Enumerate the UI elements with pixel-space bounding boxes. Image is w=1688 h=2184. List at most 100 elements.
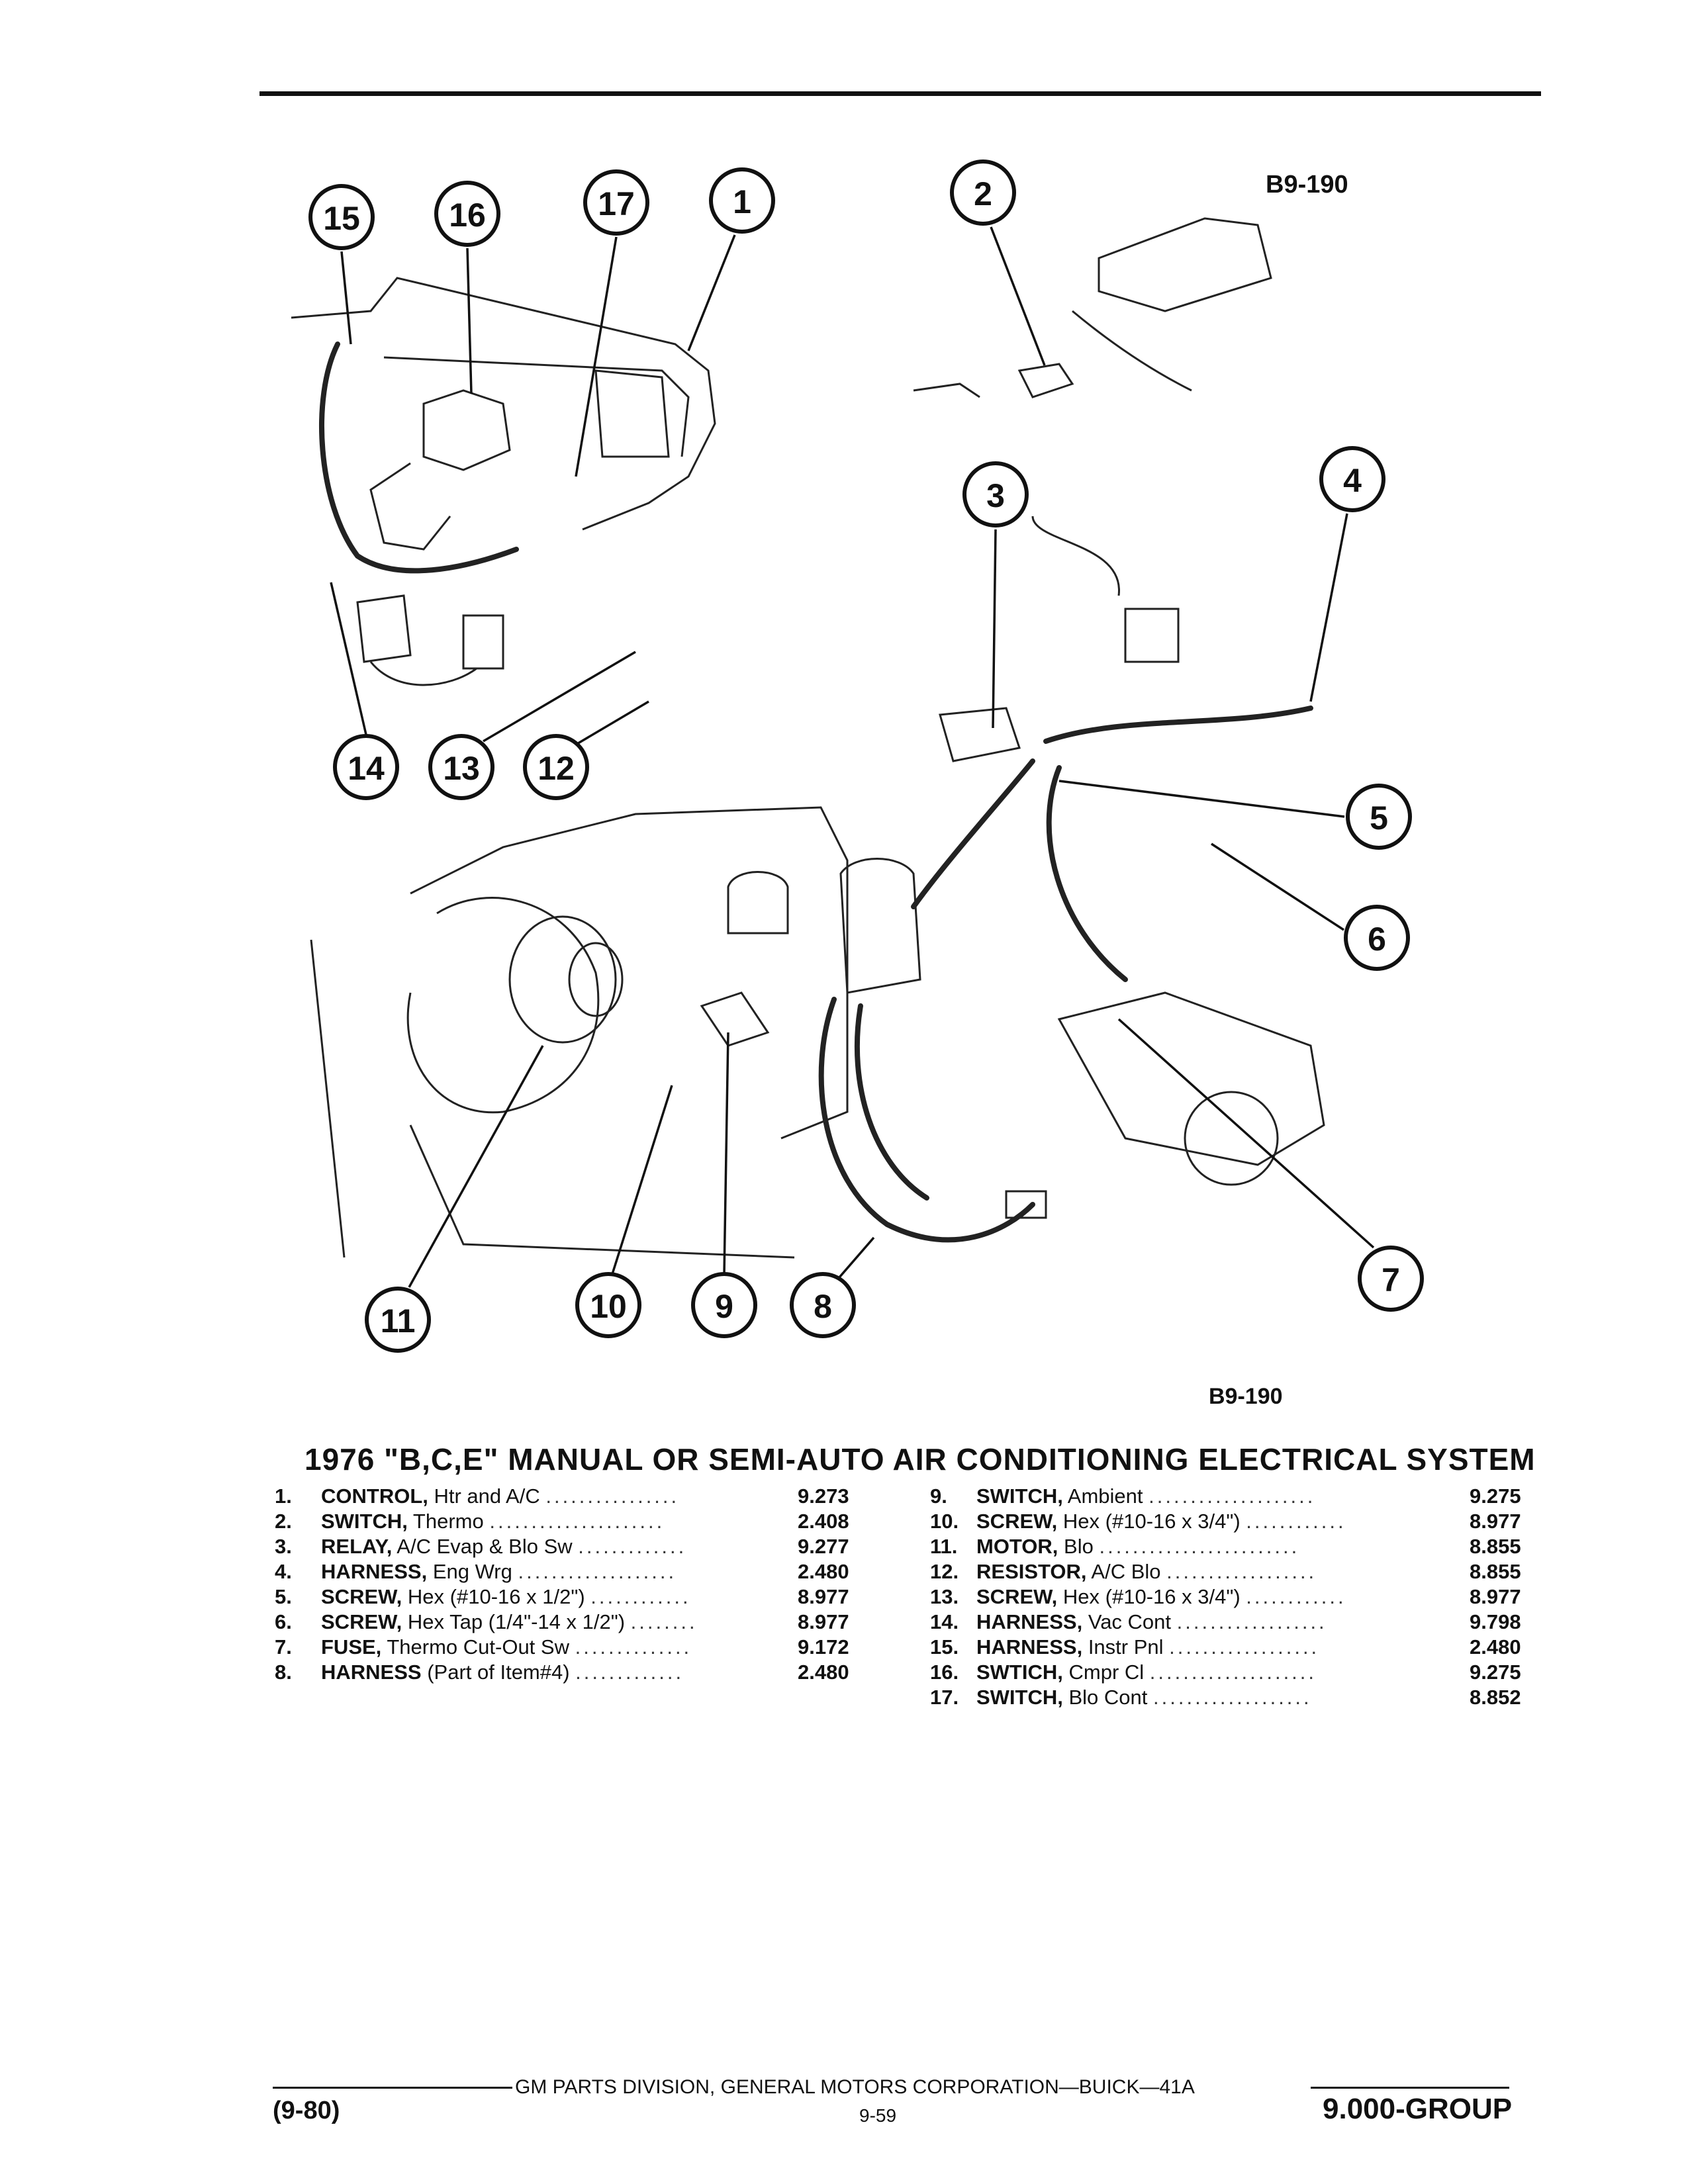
part-description: RELAY, A/C Evap & Blo Sw ............. [321, 1534, 686, 1559]
callout-number: 11 [381, 1302, 416, 1340]
part-group-number: 9.798 [1470, 1610, 1521, 1633]
leader-dots: .............. [575, 1635, 692, 1659]
part-description: SCREW, Hex (#10-16 x 3/4") ............ [976, 1584, 1346, 1610]
part-detail: Cmpr Cl [1062, 1661, 1150, 1684]
part-detail: Thermo [407, 1510, 490, 1533]
part-number: 8. [275, 1661, 292, 1684]
part-name: CONTROL, [321, 1484, 428, 1508]
part-description: CONTROL, Htr and A/C ................ [321, 1484, 679, 1509]
part-detail: (Part of Item#4) [421, 1661, 576, 1684]
part-name: MOTOR, [976, 1535, 1058, 1558]
part-number: 4. [275, 1560, 292, 1583]
part-name: HARNESS, [976, 1610, 1083, 1633]
part-detail: Hex (#10-16 x 3/4") [1057, 1585, 1246, 1608]
footer-date: (9-80) [273, 2097, 340, 2124]
callout-number: 10 [590, 1288, 627, 1325]
callout-2: 2 [950, 159, 1016, 226]
callout-5: 5 [1346, 784, 1412, 850]
callout-circle [1358, 1246, 1424, 1312]
leader-lines [330, 226, 1375, 1288]
part-row: 8.HARNESS (Part of Item#4) .............… [275, 1660, 864, 1685]
part-description: MOTOR, Blo ........................ [976, 1534, 1299, 1559]
part-row: 1.CONTROL, Htr and A/C ................9… [275, 1484, 864, 1509]
part-description: SWTICH, Cmpr Cl .................... [976, 1660, 1317, 1685]
part-name: HARNESS, [976, 1635, 1083, 1659]
part-row: 14.HARNESS, Vac Cont ..................9… [930, 1610, 1546, 1635]
callout-6: 6 [1344, 905, 1410, 971]
part-detail: Eng Wrg [427, 1560, 518, 1583]
part-row: 12.RESISTOR, A/C Blo ..................8… [930, 1559, 1546, 1584]
part-row: 9.SWITCH, Ambient ....................9.… [930, 1484, 1546, 1509]
leader-dots: ............. [578, 1535, 687, 1558]
part-description: SWITCH, Ambient .................... [976, 1484, 1315, 1509]
part-row: 7.FUSE, Thermo Cut-Out Sw ..............… [275, 1635, 864, 1660]
part-row: 17.SWITCH, Blo Cont ...................8… [930, 1685, 1546, 1710]
part-group-number: 9.275 [1470, 1484, 1521, 1508]
part-detail: Hex (#10-16 x 1/2") [402, 1585, 591, 1608]
leader-dots: ........ [630, 1610, 698, 1633]
callout-number: 16 [449, 197, 486, 234]
leader-dots: ............. [575, 1661, 684, 1684]
callout-10: 10 [575, 1272, 641, 1338]
part-row: 16.SWTICH, Cmpr Cl ....................9… [930, 1660, 1546, 1685]
part-group-number: 2.480 [798, 1661, 849, 1684]
leader-dots: .................. [1169, 1635, 1320, 1659]
leader-dots: .................. [1176, 1610, 1327, 1633]
part-group-number: 8.977 [798, 1585, 849, 1608]
parts-list-right: 9.SWITCH, Ambient ....................9.… [930, 1484, 1546, 1710]
diagram-title: 1976 "B,C,E" MANUAL OR SEMI-AUTO AIR CON… [305, 1442, 1536, 1477]
relay-harness-art [911, 516, 1313, 982]
part-description: HARNESS, Vac Cont .................. [976, 1610, 1327, 1635]
part-row: 5.SCREW, Hex (#10-16 x 1/2") ...........… [275, 1584, 864, 1610]
part-group-number: 9.275 [1470, 1661, 1521, 1684]
callout-14: 14 [333, 734, 399, 800]
parts-list-left: 1.CONTROL, Htr and A/C ................9… [275, 1484, 864, 1685]
callout-9: 9 [691, 1272, 757, 1338]
footer-rule-left [273, 2087, 512, 2089]
callout-number: 1 [733, 183, 751, 220]
part-detail: A/C Blo [1086, 1560, 1167, 1583]
leader-dots: .................... [1149, 1484, 1316, 1508]
callout-13: 13 [428, 734, 494, 800]
part-number: 10. [930, 1510, 959, 1533]
callout-number: 17 [598, 185, 635, 222]
part-detail: Ambient [1062, 1484, 1149, 1508]
callout-number: 4 [1343, 462, 1362, 499]
leader-dots: ............ [590, 1585, 691, 1608]
footer-page-number: 9-59 [859, 2105, 897, 2126]
part-name: SCREW, [321, 1610, 402, 1633]
leader-dots: .................. [1166, 1560, 1317, 1583]
callout-circle [709, 167, 775, 234]
part-description: SWITCH, Blo Cont ................... [976, 1685, 1312, 1710]
part-group-number: 2.408 [798, 1510, 849, 1533]
footer-group: 9.000-GROUP [1323, 2093, 1513, 2125]
top-rule [259, 91, 1541, 96]
callout-7: 7 [1358, 1246, 1424, 1312]
part-row: 10.SCREW, Hex (#10-16 x 3/4") ..........… [930, 1509, 1546, 1534]
callout-1: 1 [709, 167, 775, 234]
callout-number: 2 [974, 175, 992, 212]
callout-circle [962, 461, 1029, 527]
callout-number: 13 [443, 750, 480, 787]
part-row: 2.SWITCH, Thermo .....................2.… [275, 1509, 864, 1534]
part-description: SWITCH, Thermo ..................... [321, 1509, 665, 1534]
part-description: SCREW, Hex (#10-16 x 1/2") ............ [321, 1584, 691, 1610]
part-name: SCREW, [976, 1510, 1058, 1533]
part-description: HARNESS, Instr Pnl .................. [976, 1635, 1319, 1660]
part-name: SWTICH, [976, 1661, 1063, 1684]
callout-12: 12 [523, 734, 589, 800]
figure-code-top: B9-190 [1266, 171, 1348, 199]
part-number: 13. [930, 1585, 959, 1608]
part-row: 13. SCREW, Hex (#10-16 x 3/4") ..........… [930, 1584, 1546, 1610]
leader-dots: ............ [1246, 1585, 1346, 1608]
part-row: 4.HARNESS, Eng Wrg ...................2.… [275, 1559, 864, 1584]
part-detail: Thermo Cut-Out Sw [381, 1635, 575, 1659]
part-name: SCREW, [321, 1585, 402, 1608]
part-group-number: 8.855 [1470, 1535, 1521, 1558]
part-detail: A/C Evap & Blo Sw [392, 1535, 579, 1558]
part-row: 11. MOTOR, Blo ........................ 8.… [930, 1534, 1546, 1559]
callout-3: 3 [962, 461, 1029, 527]
part-number: 11. [930, 1535, 958, 1558]
part-name: RESISTOR, [976, 1560, 1087, 1583]
